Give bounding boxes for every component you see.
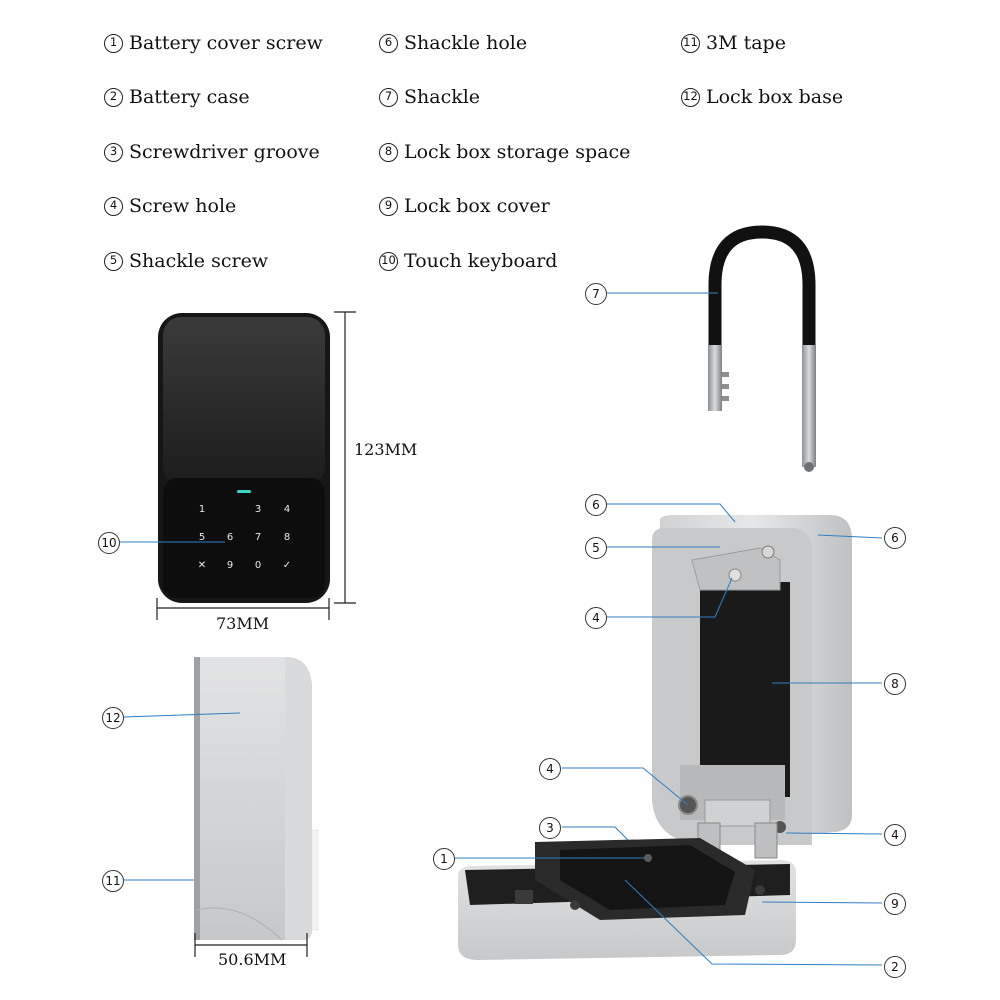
keypad-key: 6 (227, 532, 233, 543)
legend-label: Battery cover screw (129, 32, 323, 54)
legend-number: 6 (379, 33, 398, 53)
callout-screw-hole-right: 4 (884, 824, 906, 846)
keypad-key: 8 (284, 532, 290, 543)
front-view-lockbox: 1 3 4 5 6 7 8 ✕ 9 0 ✓ (158, 313, 330, 603)
legend-number: 7 (379, 87, 398, 107)
legend-item-10: 10 Touch keyboard (379, 249, 557, 273)
keypad-key: 7 (255, 532, 261, 543)
callout-screw-hole-upper: 4 (585, 607, 607, 629)
legend-number: 3 (104, 142, 123, 162)
open-lockbox (458, 515, 852, 960)
keypad-key: 0 (255, 560, 261, 571)
shackle-part (708, 225, 816, 472)
legend-item-11: 11 3M tape (681, 31, 786, 55)
legend-label: Lock box storage space (404, 141, 631, 163)
legend-label: Screw hole (129, 195, 237, 217)
legend-item-9: 9 Lock box cover (379, 194, 550, 218)
legend-number: 11 (681, 33, 700, 53)
callout-lock-box-cover: 9 (884, 893, 906, 915)
depth-dimension-label: 50.6MM (218, 950, 287, 969)
legend-number: 12 (681, 87, 700, 107)
keypad-key: ✕ (198, 560, 206, 571)
legend-item-1: 1 Battery cover screw (104, 31, 323, 55)
legend-item-8: 8 Lock box storage space (379, 140, 630, 164)
keypad-key: 9 (227, 560, 233, 571)
legend-item-12: 12 Lock box base (681, 85, 843, 109)
legend-number: 10 (379, 251, 398, 271)
callout-screw-hole-left: 4 (539, 758, 561, 780)
keypad-key: 3 (255, 504, 261, 515)
keypad-key: ✓ (283, 560, 291, 571)
legend-item-5: 5 Shackle screw (104, 249, 268, 273)
callout-shackle: 7 (585, 283, 607, 305)
legend-label: Touch keyboard (404, 250, 558, 272)
keypad-key: 4 (284, 504, 290, 515)
legend-label: Shackle screw (129, 250, 269, 272)
keypad-key: 1 (199, 504, 205, 515)
callout-storage-space: 8 (884, 673, 906, 695)
legend-item-7: 7 Shackle (379, 85, 480, 109)
legend-number: 9 (379, 196, 398, 216)
legend-label: Lock box cover (404, 195, 550, 217)
callout-battery-cover-screw: 1 (433, 848, 455, 870)
leader-lines (120, 292, 883, 966)
legend-label: Battery case (129, 86, 250, 108)
callout-screwdriver-groove: 3 (539, 817, 561, 839)
legend-number: 4 (104, 196, 123, 216)
legend-number: 2 (104, 87, 123, 107)
callout-shackle-hole-right: 6 (884, 527, 906, 549)
height-dimension-label: 123MM (354, 440, 418, 459)
callout-lock-box-base: 12 (102, 707, 124, 729)
callout-battery-case: 2 (884, 956, 906, 978)
callout-touch-keyboard: 10 (98, 532, 120, 554)
legend-item-4: 4 Screw hole (104, 194, 236, 218)
legend-item-6: 6 Shackle hole (379, 31, 527, 55)
legend-number: 1 (104, 33, 123, 53)
callout-3m-tape: 11 (102, 870, 124, 892)
legend-number: 5 (104, 251, 123, 271)
legend-number: 8 (379, 142, 398, 162)
dimension-lines-side (194, 933, 308, 957)
legend-label: Shackle hole (404, 32, 528, 54)
callout-shackle-hole-top: 6 (585, 494, 607, 516)
legend-item-3: 3 Screwdriver groove (104, 140, 320, 164)
legend-label: 3M tape (706, 32, 786, 54)
keypad-key: 5 (199, 532, 205, 543)
legend-label: Lock box base (706, 86, 844, 108)
legend-label: Screwdriver groove (129, 141, 320, 163)
callout-shackle-screw: 5 (585, 537, 607, 559)
status-led (237, 490, 251, 493)
width-dimension-label: 73MM (216, 614, 270, 633)
dimension-lines-front (156, 311, 356, 620)
legend-label: Shackle (404, 86, 481, 108)
side-view-lockbox (194, 657, 319, 941)
legend-item-2: 2 Battery case (104, 85, 250, 109)
